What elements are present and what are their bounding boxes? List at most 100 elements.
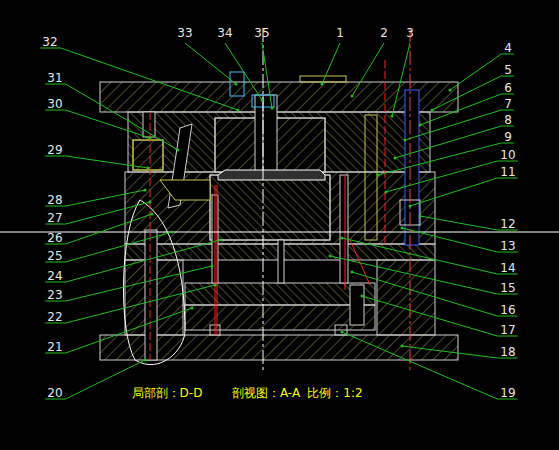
leader-dot	[261, 99, 264, 102]
callout-number: 12	[500, 217, 515, 231]
leader-dot	[341, 237, 344, 240]
leader-line	[330, 256, 518, 294]
callout-number: 28	[47, 193, 62, 207]
leader-dot	[391, 115, 394, 118]
leader-dot	[419, 124, 422, 127]
callout-number: 25	[47, 249, 62, 263]
leader-dot	[404, 139, 407, 142]
plastic-part	[218, 170, 325, 180]
leader-line	[378, 143, 514, 175]
water-plug	[230, 72, 244, 96]
callout-number: 4	[504, 41, 512, 55]
leader-dot	[237, 109, 240, 112]
leader-dot	[147, 167, 150, 170]
leader-dot	[191, 307, 194, 310]
callout-number: 17	[500, 323, 515, 337]
callout-number: 24	[47, 269, 62, 283]
return-pin	[340, 175, 348, 283]
callout-number: 34	[217, 26, 232, 40]
leader-dot	[144, 359, 147, 362]
leader-dot	[394, 157, 397, 160]
callout-number: 13	[500, 239, 515, 253]
callout-number: 15	[500, 281, 515, 295]
leader-line	[45, 360, 145, 399]
leader-dot	[431, 109, 434, 112]
spacer-block	[377, 260, 435, 335]
callout-number: 16	[500, 303, 515, 317]
callout-number: 7	[504, 97, 512, 111]
leader-dot	[351, 271, 354, 274]
leader-line	[352, 272, 518, 316]
leader-line	[45, 190, 145, 206]
leader-line	[45, 156, 148, 168]
leader-dot	[419, 215, 422, 218]
drawing-caption: 比例：1:2	[307, 386, 362, 400]
leader-dot	[211, 265, 214, 268]
leader-line	[45, 240, 220, 282]
slide-block	[133, 140, 163, 170]
slide-block	[133, 140, 163, 170]
leader-dot	[235, 83, 238, 86]
leader-line	[420, 216, 518, 230]
core-insert	[210, 175, 330, 240]
top-clamp-plate	[100, 82, 458, 112]
leader-line	[402, 346, 518, 358]
callout-number: 18	[500, 345, 515, 359]
leader-dot	[219, 239, 222, 242]
leader-line	[262, 43, 272, 108]
leader-dot	[149, 137, 152, 140]
callout-number: 1	[336, 26, 344, 40]
leader-line	[395, 126, 514, 158]
core-plate	[125, 172, 435, 244]
leader-dot	[351, 95, 354, 98]
leader-line	[352, 43, 384, 96]
leader-line	[225, 43, 262, 100]
leader-line	[342, 332, 518, 399]
leader-dot	[149, 201, 152, 204]
callout-number: 14	[500, 261, 515, 275]
slider	[160, 180, 210, 200]
leader-dot	[151, 213, 154, 216]
callout-number: 30	[47, 97, 62, 111]
hidden-lines	[150, 60, 385, 360]
leader-dot	[409, 205, 412, 208]
leader-dot	[329, 255, 332, 258]
callout-number: 6	[504, 81, 512, 95]
leader-line	[45, 232, 172, 262]
callout-number: 22	[47, 310, 62, 324]
leader-dot	[385, 191, 388, 194]
leader-line	[40, 48, 238, 110]
leader-line	[322, 43, 340, 84]
callout-number: 8	[504, 113, 512, 127]
leader-line	[45, 285, 215, 323]
leader-line	[362, 296, 518, 336]
leader-dot	[449, 89, 452, 92]
center-lines	[0, 28, 559, 372]
callout-number: 29	[47, 143, 62, 157]
callout-number: 26	[47, 231, 62, 245]
leader-dot	[341, 331, 344, 334]
drawing-caption: 局部剖：D-D	[132, 386, 203, 400]
callout-number: 5	[504, 63, 512, 77]
leader-dot	[377, 174, 380, 177]
callout-number: 20	[47, 386, 62, 400]
callout-number: 10	[500, 148, 515, 162]
callout-number: 9	[504, 130, 512, 144]
screw	[350, 285, 364, 325]
leader-line	[392, 43, 410, 116]
callout-number: 32	[42, 35, 57, 49]
callout-number: 19	[500, 386, 515, 400]
guide-bush	[365, 115, 377, 240]
leader-line	[405, 110, 514, 140]
leader-line	[45, 84, 178, 150]
leader-dot	[271, 107, 274, 110]
leader-line	[410, 178, 518, 206]
core-insert	[210, 175, 330, 240]
ejector-retainer-plate	[185, 283, 375, 305]
leader-line	[386, 161, 518, 192]
leader-dot	[321, 83, 324, 86]
callout-number: 23	[47, 288, 62, 302]
